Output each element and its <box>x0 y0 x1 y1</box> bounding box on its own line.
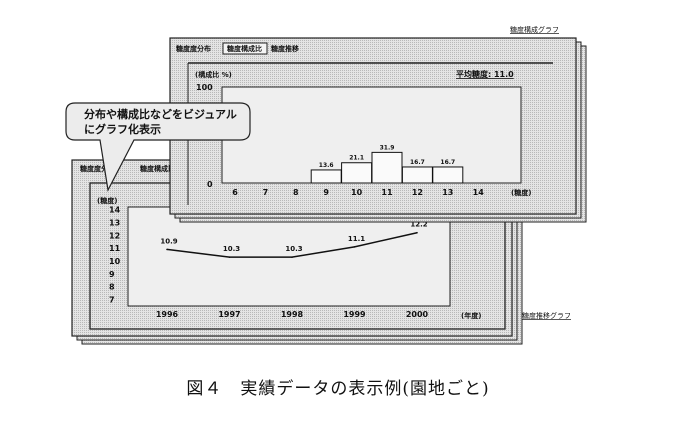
line-ytick-label: 14 <box>109 206 121 215</box>
line-value-label: 11.1 <box>348 235 365 243</box>
back-tab-0[interactable]: 糖度度分布 <box>80 164 115 173</box>
bar-xtick-label: 10 <box>351 188 363 197</box>
bar-xtick-label: 6 <box>232 188 238 197</box>
average-sugar-label: 平均糖度: 11.0 <box>456 69 514 79</box>
bar <box>432 166 464 184</box>
callout-bubble: 分布や構成比などをビジュアル にグラフ化表示 <box>65 102 251 192</box>
line-ytick-label: 11 <box>109 244 121 253</box>
bar <box>371 151 403 184</box>
bar-xtick-label: 11 <box>381 188 393 197</box>
line-xtick-label: 1996 <box>156 310 179 319</box>
back-window-title: 糖度推移グラフ <box>522 311 571 320</box>
bar-value-label: 13.6 <box>319 162 334 169</box>
callout-line-1: 分布や構成比などをビジュアル <box>84 107 237 121</box>
bar-ytick-label: 100 <box>196 83 213 92</box>
line-value-label: 10.9 <box>160 237 177 245</box>
line-point <box>353 246 356 248</box>
bar-xtick-label: 13 <box>442 188 453 197</box>
bar-value-label: 21.1 <box>349 155 364 162</box>
line-ytick-label: 10 <box>109 257 121 266</box>
line-xtick-label: 1998 <box>281 310 304 319</box>
line-ytick-label: 8 <box>109 283 115 292</box>
bar-ytick-label: 0 <box>207 180 213 189</box>
line-xtick-label: 1999 <box>343 310 366 319</box>
line-point <box>228 256 231 258</box>
bar-value-label: 16.7 <box>410 159 425 166</box>
bar <box>310 169 342 184</box>
bar-xtick-label: 12 <box>412 188 423 197</box>
line-value-label: 12.2 <box>410 221 427 229</box>
bar-xtick-label: 14 <box>473 188 485 197</box>
front-tab-0[interactable]: 糖度度分布 <box>176 44 211 53</box>
bar <box>401 166 433 184</box>
back-tab-1[interactable]: 糖度構成比 <box>140 164 175 173</box>
bar-value-label: 31.9 <box>380 144 395 151</box>
bar-xlabel: (糖度) <box>511 188 531 197</box>
line-ytick-label: 12 <box>109 231 120 240</box>
line-xlabel: (年度) <box>461 311 481 320</box>
line-ytick-label: 7 <box>109 296 115 305</box>
bar-xtick-label: 8 <box>293 188 299 197</box>
line-xtick-label: 2000 <box>406 310 429 319</box>
front-tab-active[interactable] <box>222 42 268 55</box>
line-ytick-label: 9 <box>109 270 115 279</box>
bar-ylabel: (構成比 %) <box>195 70 232 79</box>
line-point <box>291 256 293 258</box>
callout-line-2: にグラフ化表示 <box>84 122 161 136</box>
front-tab-1[interactable]: 糖度構成比 <box>227 44 262 53</box>
line-ytick-label: 13 <box>109 218 120 227</box>
line-point <box>166 248 168 251</box>
line-xtick-label: 1997 <box>218 310 240 319</box>
bar-value-label: 16.7 <box>440 159 455 166</box>
line-ylabel: (糖度) <box>97 196 117 205</box>
bar-xtick-label: 7 <box>263 188 269 197</box>
line-point <box>416 231 418 234</box>
front-window-title: 糖度構成グラフ <box>510 25 559 34</box>
line-value-label: 10.3 <box>223 245 240 253</box>
bar-xtick-label: 9 <box>323 188 329 197</box>
bar <box>341 162 373 184</box>
front-tab-2[interactable]: 糖度推移 <box>271 44 299 53</box>
figure-caption: 図４ 実績データの表示例(園地ごと) <box>186 379 490 399</box>
line-value-label: 10.3 <box>285 245 302 253</box>
